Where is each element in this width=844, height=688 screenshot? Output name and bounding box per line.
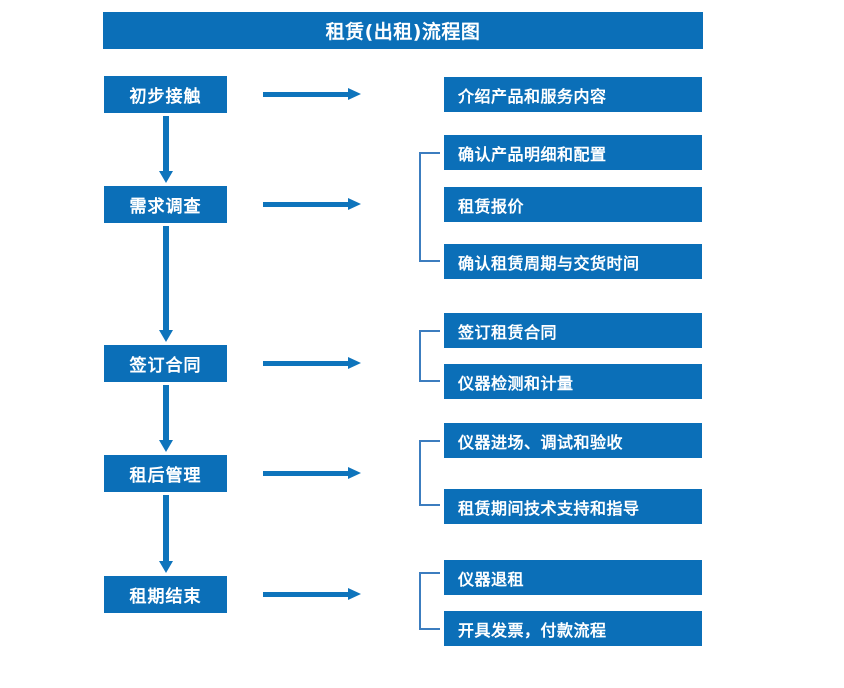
arrow-shaft xyxy=(263,361,349,366)
detail-box-3[interactable]: 租赁报价 xyxy=(444,187,702,222)
arrow-shaft xyxy=(163,226,169,330)
detail-box-5[interactable]: 签订租赁合同 xyxy=(444,313,702,348)
detail-box-9[interactable]: 仪器退租 xyxy=(444,560,702,595)
arrow-shaft xyxy=(263,471,349,476)
flow-arrow-right-2 xyxy=(263,196,361,212)
arrow-shaft xyxy=(263,202,349,207)
stage-box-3[interactable]: 签订合同 xyxy=(104,345,227,382)
detail-box-8[interactable]: 租赁期间技术支持和指导 xyxy=(444,489,702,524)
detail-box-7[interactable]: 仪器进场、调试和验收 xyxy=(444,423,702,458)
flow-arrow-right-5 xyxy=(263,586,361,602)
detail-box-4[interactable]: 确认租赁周期与交货时间 xyxy=(444,244,702,279)
flow-arrow-right-3 xyxy=(263,355,361,371)
stage-box-4[interactable]: 租后管理 xyxy=(104,455,227,492)
diagram-title: 租赁(出租)流程图 xyxy=(103,12,703,49)
flow-arrow-down-3 xyxy=(159,385,173,452)
group-bracket-contract xyxy=(419,330,440,382)
detail-box-6[interactable]: 仪器检测和计量 xyxy=(444,364,702,399)
arrow-head-right-icon xyxy=(348,198,361,210)
flow-arrow-down-2 xyxy=(159,226,173,342)
flow-arrow-down-1 xyxy=(159,116,173,183)
arrow-shaft xyxy=(163,385,169,440)
flow-arrow-down-4 xyxy=(159,495,173,573)
arrow-head-down-icon xyxy=(159,330,173,342)
arrow-shaft xyxy=(263,92,349,97)
group-bracket-management xyxy=(419,440,440,506)
arrow-head-down-icon xyxy=(159,440,173,452)
arrow-shaft xyxy=(163,116,169,171)
arrow-head-right-icon xyxy=(348,357,361,369)
arrow-head-right-icon xyxy=(348,88,361,100)
flow-arrow-right-4 xyxy=(263,465,361,481)
stage-box-2[interactable]: 需求调查 xyxy=(104,186,227,223)
detail-box-2[interactable]: 确认产品明细和配置 xyxy=(444,135,702,170)
arrow-head-down-icon xyxy=(159,171,173,183)
detail-box-10[interactable]: 开具发票，付款流程 xyxy=(444,611,702,646)
stage-box-5[interactable]: 租期结束 xyxy=(104,576,227,613)
stage-box-1[interactable]: 初步接触 xyxy=(104,76,227,113)
arrow-shaft xyxy=(163,495,169,561)
arrow-head-right-icon xyxy=(348,588,361,600)
group-bracket-end xyxy=(419,572,440,630)
group-bracket-needs xyxy=(419,152,440,262)
arrow-shaft xyxy=(263,592,349,597)
arrow-head-down-icon xyxy=(159,561,173,573)
flow-arrow-right-1 xyxy=(263,86,361,102)
arrow-head-right-icon xyxy=(348,467,361,479)
detail-box-1[interactable]: 介绍产品和服务内容 xyxy=(444,77,702,112)
